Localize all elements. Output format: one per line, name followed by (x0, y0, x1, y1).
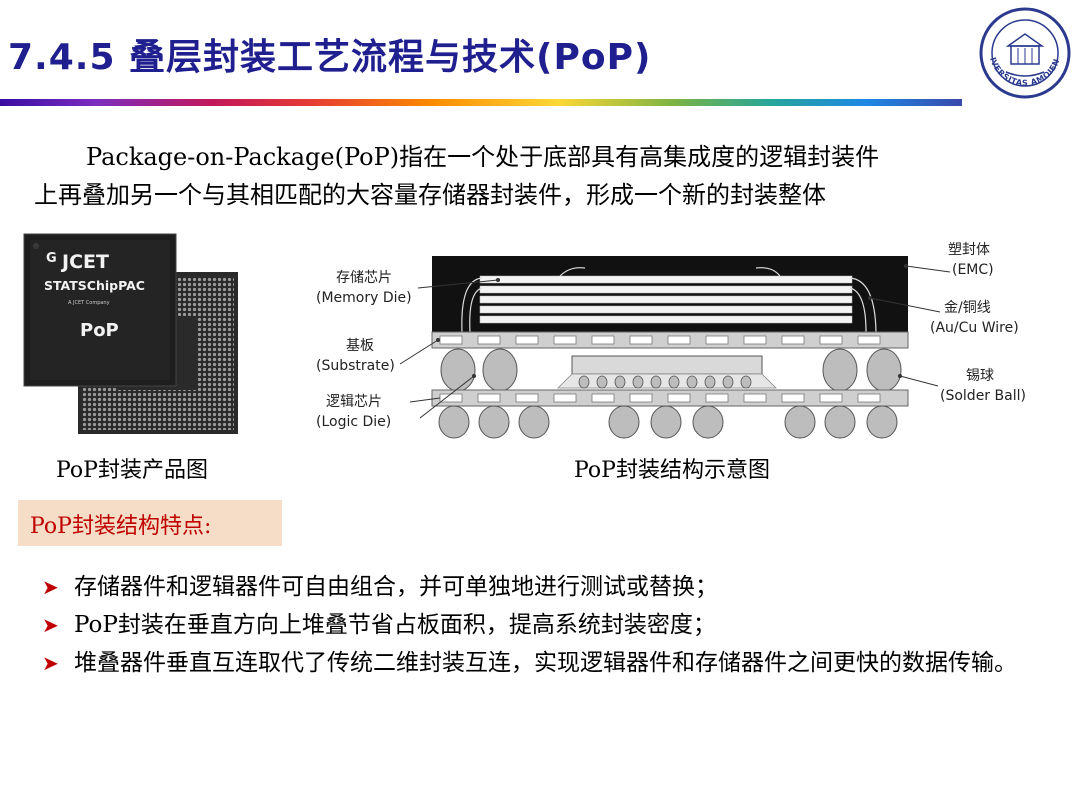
university-seal-logo: UNIVERSITAS AMOIENSIS (978, 6, 1071, 99)
intro-line-1: Package-on-Package(PoP)指在一个处于底部具有高集成度的逻辑… (86, 143, 880, 171)
page-title: 7.4.5 叠层封装工艺流程与技术(PoP) (8, 37, 652, 78)
list-item: ➤ 存储器件和逻辑器件可自由组合，并可单独地进行测试或替换； (40, 568, 1050, 606)
svg-text:逻辑芯片: 逻辑芯片 (326, 394, 382, 410)
list-item: ➤ PoP封装在垂直方向上堆叠节省占板面积，提高系统封装密度； (40, 606, 1050, 644)
svg-text:(Solder Ball): (Solder Ball) (940, 388, 1026, 404)
arrow-bullet-icon: ➤ (42, 651, 59, 675)
feature-text: PoP封装在垂直方向上堆叠节省占板面积，提高系统封装密度； (74, 612, 716, 638)
svg-text:存储芯片: 存储芯片 (336, 270, 392, 286)
product-photo-caption: PoP封装产品图 (56, 458, 208, 483)
svg-text:STATSChipPAC: STATSChipPAC (44, 278, 145, 293)
svg-text:(EMC): (EMC) (952, 262, 994, 278)
svg-text:基板: 基板 (346, 337, 374, 354)
svg-text:A JCET Company: A JCET Company (68, 300, 110, 306)
title-underline-gradient (0, 99, 962, 106)
logic-die (571, 355, 763, 375)
svg-text:G: G (46, 251, 57, 266)
arrow-bullet-icon: ➤ (42, 575, 59, 599)
memory-die-stack (479, 275, 853, 324)
svg-text:(Memory Die): (Memory Die) (316, 290, 412, 306)
pop-structure-diagram: 存储芯片 (Memory Die) 基板 (Substrate) 逻辑芯片 (L… (316, 242, 1026, 439)
svg-text:塑封体: 塑封体 (948, 242, 990, 258)
features-heading: PoP封装结构特点: (18, 500, 282, 546)
intro-line-2: 上再叠加另一个与其相匹配的大容量存储器封装件，形成一个新的封装整体 (34, 181, 826, 209)
upper-solder-balls (440, 348, 902, 392)
arrow-bullet-icon: ➤ (42, 613, 59, 637)
svg-text:JCET: JCET (60, 251, 109, 273)
logic-die-bumps (578, 375, 752, 389)
list-item: ➤ 堆叠器件垂直互连取代了传统二维封装互连，实现逻辑器件和存储器件之间更快的数据… (40, 644, 1050, 682)
svg-text:PoP: PoP (80, 320, 119, 341)
intro-paragraph: Package-on-Package(PoP)指在一个处于底部具有高集成度的逻辑… (34, 138, 1054, 214)
features-list: ➤ 存储器件和逻辑器件可自由组合，并可单独地进行测试或替换； ➤ PoP封装在垂… (40, 568, 1050, 682)
svg-text:(Au/Cu Wire): (Au/Cu Wire) (930, 320, 1019, 336)
svg-text:(Logic Die): (Logic Die) (316, 414, 391, 430)
svg-text:锡球: 锡球 (966, 368, 994, 384)
feature-text: 堆叠器件垂直互连取代了传统二维封装互连，实现逻辑器件和存储器件之间更快的数据传输… (74, 650, 1017, 676)
au-cu-wires (461, 267, 877, 333)
svg-text:金/铜线: 金/铜线 (944, 300, 991, 316)
structure-diagram-caption: PoP封装结构示意图 (574, 458, 770, 483)
feature-text: 存储器件和逻辑器件可自由组合，并可单独地进行测试或替换； (74, 574, 718, 600)
pop-product-photo: JCET G STATSChipPAC A JCET Company PoP (23, 233, 238, 434)
svg-text:(Substrate): (Substrate) (316, 358, 395, 374)
lower-solder-balls (438, 405, 898, 439)
